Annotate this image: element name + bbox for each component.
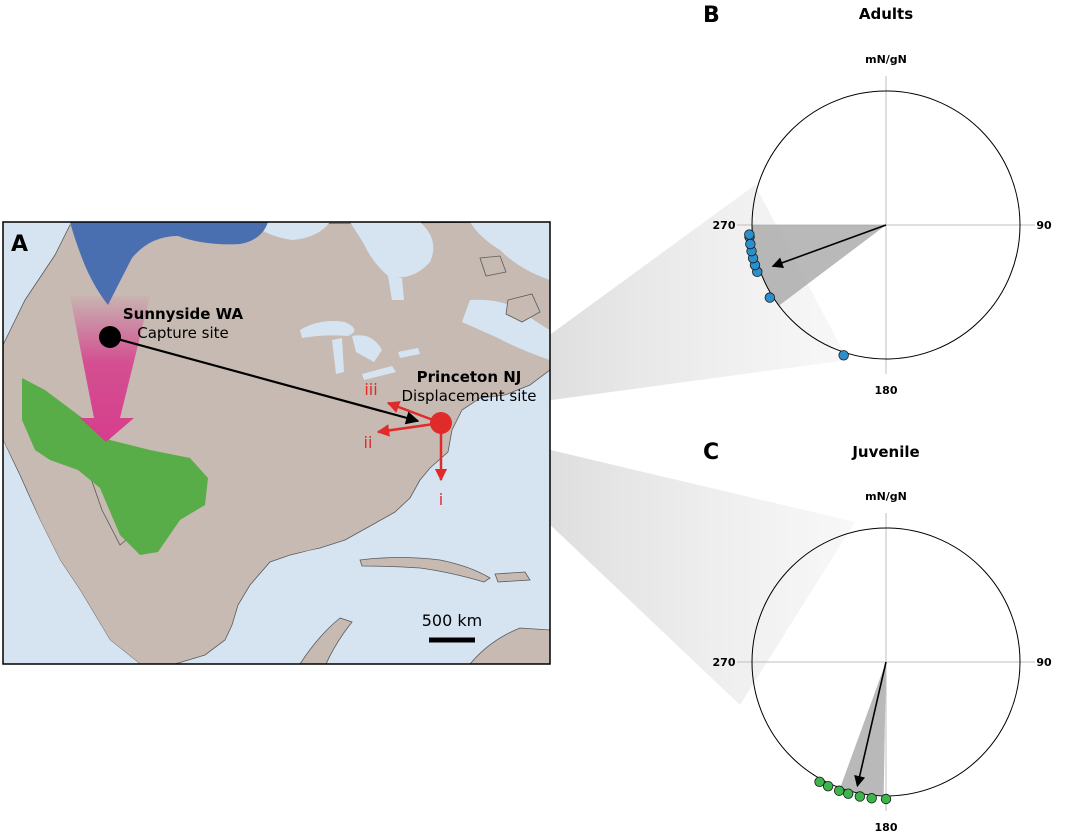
labrador-water [470, 222, 550, 280]
mean-vector [854, 661, 887, 788]
hudson-bay [350, 222, 434, 278]
circular-plot-adults: mN/gN 90 180 270 [713, 53, 1052, 397]
displacement-site-marker [430, 412, 452, 434]
scale-bar-label: 500 km [422, 611, 482, 630]
capture-site-label: Capture site [137, 324, 229, 342]
wintering-range [22, 378, 208, 555]
newfoundland [505, 293, 541, 323]
north-label: mN/gN [865, 53, 907, 66]
bearing-dot [744, 229, 755, 240]
bearing-dot [838, 350, 849, 361]
capture-site-name: Sunnyside WA [123, 305, 244, 323]
displacement-site-label: Displacement site [402, 387, 537, 405]
map-frame [2, 221, 551, 665]
lake-michigan [332, 338, 344, 374]
pacific-ocean [3, 440, 140, 664]
south-label: 180 [875, 821, 898, 834]
vector-i-label: i [439, 490, 443, 509]
northern-channel [250, 222, 330, 240]
hispaniola [494, 571, 531, 583]
bearing-dot [854, 791, 866, 802]
unit-circle [751, 90, 1021, 360]
capture-site-marker [99, 326, 121, 348]
migration-route-arrow [70, 296, 150, 442]
lake-huron [352, 335, 382, 362]
panel-b-title: Adults [859, 5, 913, 23]
bearing-dot [764, 292, 776, 303]
cuba [359, 557, 491, 583]
west-label: 270 [713, 219, 736, 232]
east-label: 90 [1036, 656, 1052, 669]
vector-ii-label: ii [364, 433, 373, 452]
bearing-dot [880, 793, 892, 805]
west-label: 270 [713, 656, 736, 669]
east-label: 90 [1036, 219, 1052, 232]
gulf-of-mexico [255, 547, 374, 615]
bearing-dot [814, 776, 825, 788]
circular-plot-juvenile: mN/gN 90 180 270 [713, 490, 1052, 834]
lake-superior [300, 321, 355, 338]
south-label: 180 [875, 384, 898, 397]
panel-c-letter: C [703, 440, 719, 465]
displacement-site-name: Princeton NJ [417, 368, 522, 386]
northern-islands [479, 255, 507, 277]
confidence-wedge [752, 225, 886, 306]
bearing-dot [745, 238, 756, 250]
south-america-edge [469, 627, 550, 664]
vector-iii-label: iii [364, 380, 377, 399]
panel-b-letter: B [703, 3, 720, 28]
gulf-st-lawrence [462, 299, 550, 360]
central-america [299, 617, 353, 664]
breeding-range [70, 222, 268, 305]
panel-a-map: i ii iii A Sunnyside WA Capture site Pri… [2, 221, 551, 665]
mean-vector [771, 224, 887, 269]
bearing-dot [822, 780, 834, 792]
displacement-path [109, 335, 420, 425]
panel-a-letter: A [11, 232, 28, 257]
confidence-wedge [840, 662, 886, 796]
bearing-dot [866, 793, 877, 804]
bearing-dot [843, 788, 854, 799]
lake-erie [362, 366, 396, 380]
lake-ontario [398, 348, 420, 358]
bearing-dot [833, 785, 845, 796]
panel-c-title: Juvenile [851, 443, 919, 461]
north-label: mN/gN [865, 490, 907, 503]
james-bay [388, 276, 404, 300]
